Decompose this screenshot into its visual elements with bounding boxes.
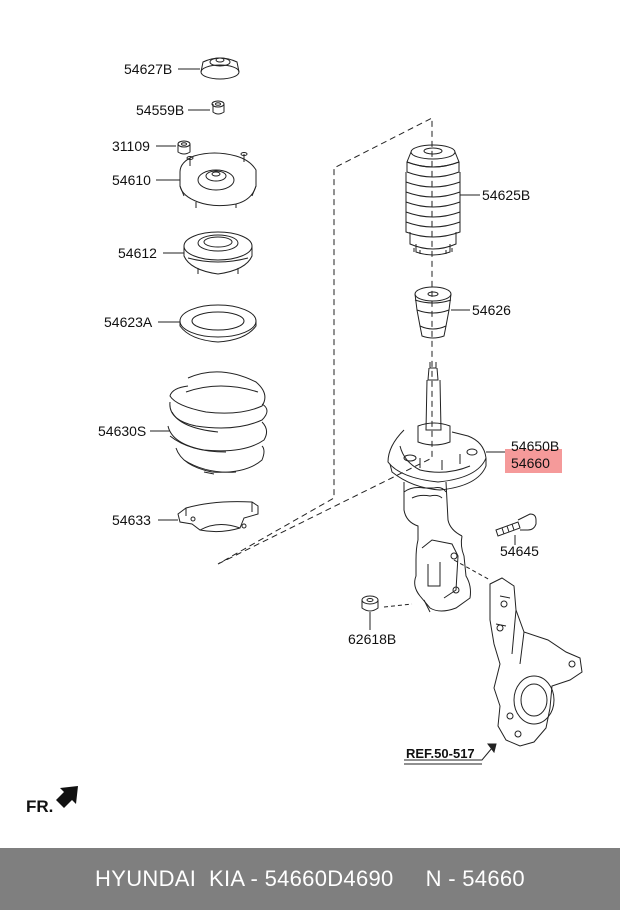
label-54559b[interactable]: 54559B bbox=[136, 102, 184, 118]
label-31109[interactable]: 31109 bbox=[112, 138, 150, 154]
lock-nut-part bbox=[211, 100, 225, 115]
label-62618b[interactable]: 62618B bbox=[348, 631, 396, 647]
label-54645[interactable]: 54645 bbox=[500, 543, 539, 559]
label-54633[interactable]: 54633 bbox=[112, 512, 151, 528]
nut-31109-part bbox=[177, 140, 191, 155]
insulator-cap-part bbox=[200, 57, 240, 80]
leader-lines bbox=[150, 68, 516, 765]
flange-nut-part bbox=[361, 595, 379, 612]
coil-spring-part bbox=[167, 371, 268, 475]
front-direction-arrow-icon bbox=[56, 786, 78, 808]
label-54612[interactable]: 54612 bbox=[118, 245, 157, 261]
strut-assembly-part bbox=[387, 362, 487, 613]
strut-assembly-diagram: 54627B 54559B 31109 54610 54612 54623A 5… bbox=[26, 57, 583, 816]
strut-bearing-part bbox=[183, 231, 253, 275]
label-54626[interactable]: 54626 bbox=[472, 302, 511, 318]
label-54625b[interactable]: 54625B bbox=[482, 187, 530, 203]
label-54660[interactable]: 54660 bbox=[511, 455, 550, 471]
strut-mount-part bbox=[179, 152, 257, 208]
label-54627b[interactable]: 54627B bbox=[124, 61, 172, 77]
label-54623a[interactable]: 54623A bbox=[104, 314, 153, 330]
dust-boot-part bbox=[405, 144, 461, 256]
assembly-dashed-outline bbox=[217, 117, 433, 565]
part-highlight bbox=[505, 449, 562, 473]
label-54650b[interactable]: 54650B bbox=[511, 438, 559, 454]
lower-spring-pad-part bbox=[177, 501, 259, 533]
spring-pad-part bbox=[179, 304, 257, 343]
steering-knuckle-part bbox=[489, 577, 583, 747]
footer-part-numbers: HYUNDAI KIA - 54660D4690 N - 54660 bbox=[95, 866, 525, 891]
label-54630s[interactable]: 54630S bbox=[98, 423, 146, 439]
strut-bolt-part bbox=[495, 513, 537, 537]
label-54610[interactable]: 54610 bbox=[112, 172, 151, 188]
bump-stopper-part bbox=[414, 286, 452, 339]
front-direction-label: FR. bbox=[26, 797, 53, 816]
footer-bar: HYUNDAI KIA - 54660D4690 N - 54660 bbox=[0, 848, 620, 910]
reference-label[interactable]: REF.50-517 bbox=[406, 746, 475, 761]
